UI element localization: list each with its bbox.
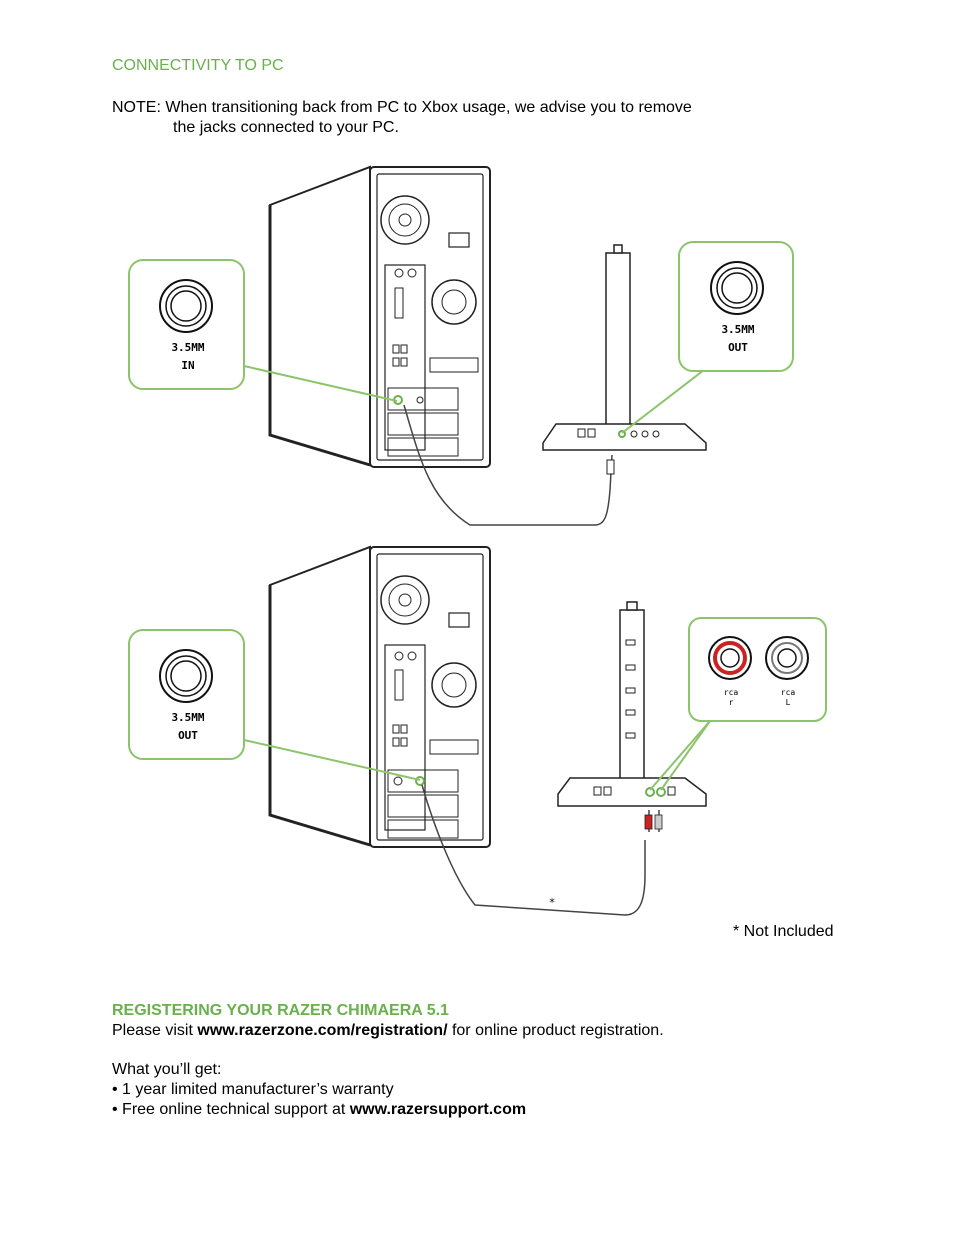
- callout-3-5mm-out: 3.5MM OUT: [678, 241, 794, 372]
- callout-left-line2: IN: [181, 359, 194, 372]
- callout-3-5mm-in: 3.5MM IN: [128, 259, 245, 390]
- diagram-pc-3-5mm: 3.5MM IN 3.5MM OUT: [128, 165, 794, 526]
- bullet-warranty: • 1 year limited manufacturer’s warranty: [112, 1081, 394, 1098]
- callout-left-line2: OUT: [178, 729, 198, 742]
- diagram-pc-rca: * 3.5MM OUT rca r rca L: [128, 545, 827, 916]
- footnote-not-included: * Not Included: [733, 923, 834, 940]
- headset-stand: [542, 244, 707, 451]
- support-link[interactable]: www.razersupport.com: [349, 1101, 527, 1118]
- callout-left-line1: 3.5MM: [171, 711, 204, 724]
- bullet-support: • Free online technical support at www.r…: [112, 1100, 664, 1120]
- callout-line-left: [243, 365, 398, 402]
- callout-line-right-a: [649, 720, 711, 791]
- callout-3-5mm-out: 3.5MM OUT: [128, 629, 245, 760]
- callout-left-line1: 3.5MM: [171, 341, 204, 354]
- pc-tower: [268, 165, 491, 468]
- rca-r-label: rca: [724, 688, 739, 697]
- cable-asterisk: *: [549, 896, 556, 909]
- rca-l-label: rca: [781, 688, 796, 697]
- note-line-2: the jacks connected to your PC.: [173, 119, 399, 136]
- registration-link[interactable]: www.razerzone.com/registration/: [197, 1022, 448, 1039]
- rca-r-sub: r: [729, 698, 734, 707]
- callout-line-right-b: [660, 720, 711, 791]
- headset-stand: [557, 601, 707, 807]
- callout-right-line2: OUT: [728, 341, 748, 354]
- callout-right-line1: 3.5MM: [721, 323, 754, 336]
- registration-body: Please visit www.razerzone.com/registrat…: [112, 1021, 664, 1120]
- section-title: CONNECTIVITY TO PC: [112, 57, 284, 74]
- audio-cable: [403, 404, 613, 526]
- visit-suffix: for online product registration.: [447, 1022, 664, 1039]
- get-heading: What you’ll get:: [112, 1061, 222, 1078]
- pc-tower: [268, 545, 491, 848]
- support-prefix: • Free online technical support at: [112, 1101, 350, 1118]
- note-line-1: NOTE: When transitioning back from PC to…: [112, 99, 692, 116]
- callout-line-left: [243, 739, 421, 781]
- visit-prefix: Please visit: [112, 1022, 198, 1039]
- note-text: NOTE: When transitioning back from PC to…: [112, 98, 692, 138]
- rca-cable: [421, 784, 646, 916]
- callout-rca: rca r rca L: [688, 617, 827, 722]
- registration-title: REGISTERING YOUR RAZER CHIMAERA 5.1: [112, 1002, 449, 1019]
- callout-line-right: [621, 369, 705, 434]
- registration-visit: Please visit www.razerzone.com/registrat…: [112, 1021, 664, 1041]
- rca-l-sub: L: [786, 698, 791, 707]
